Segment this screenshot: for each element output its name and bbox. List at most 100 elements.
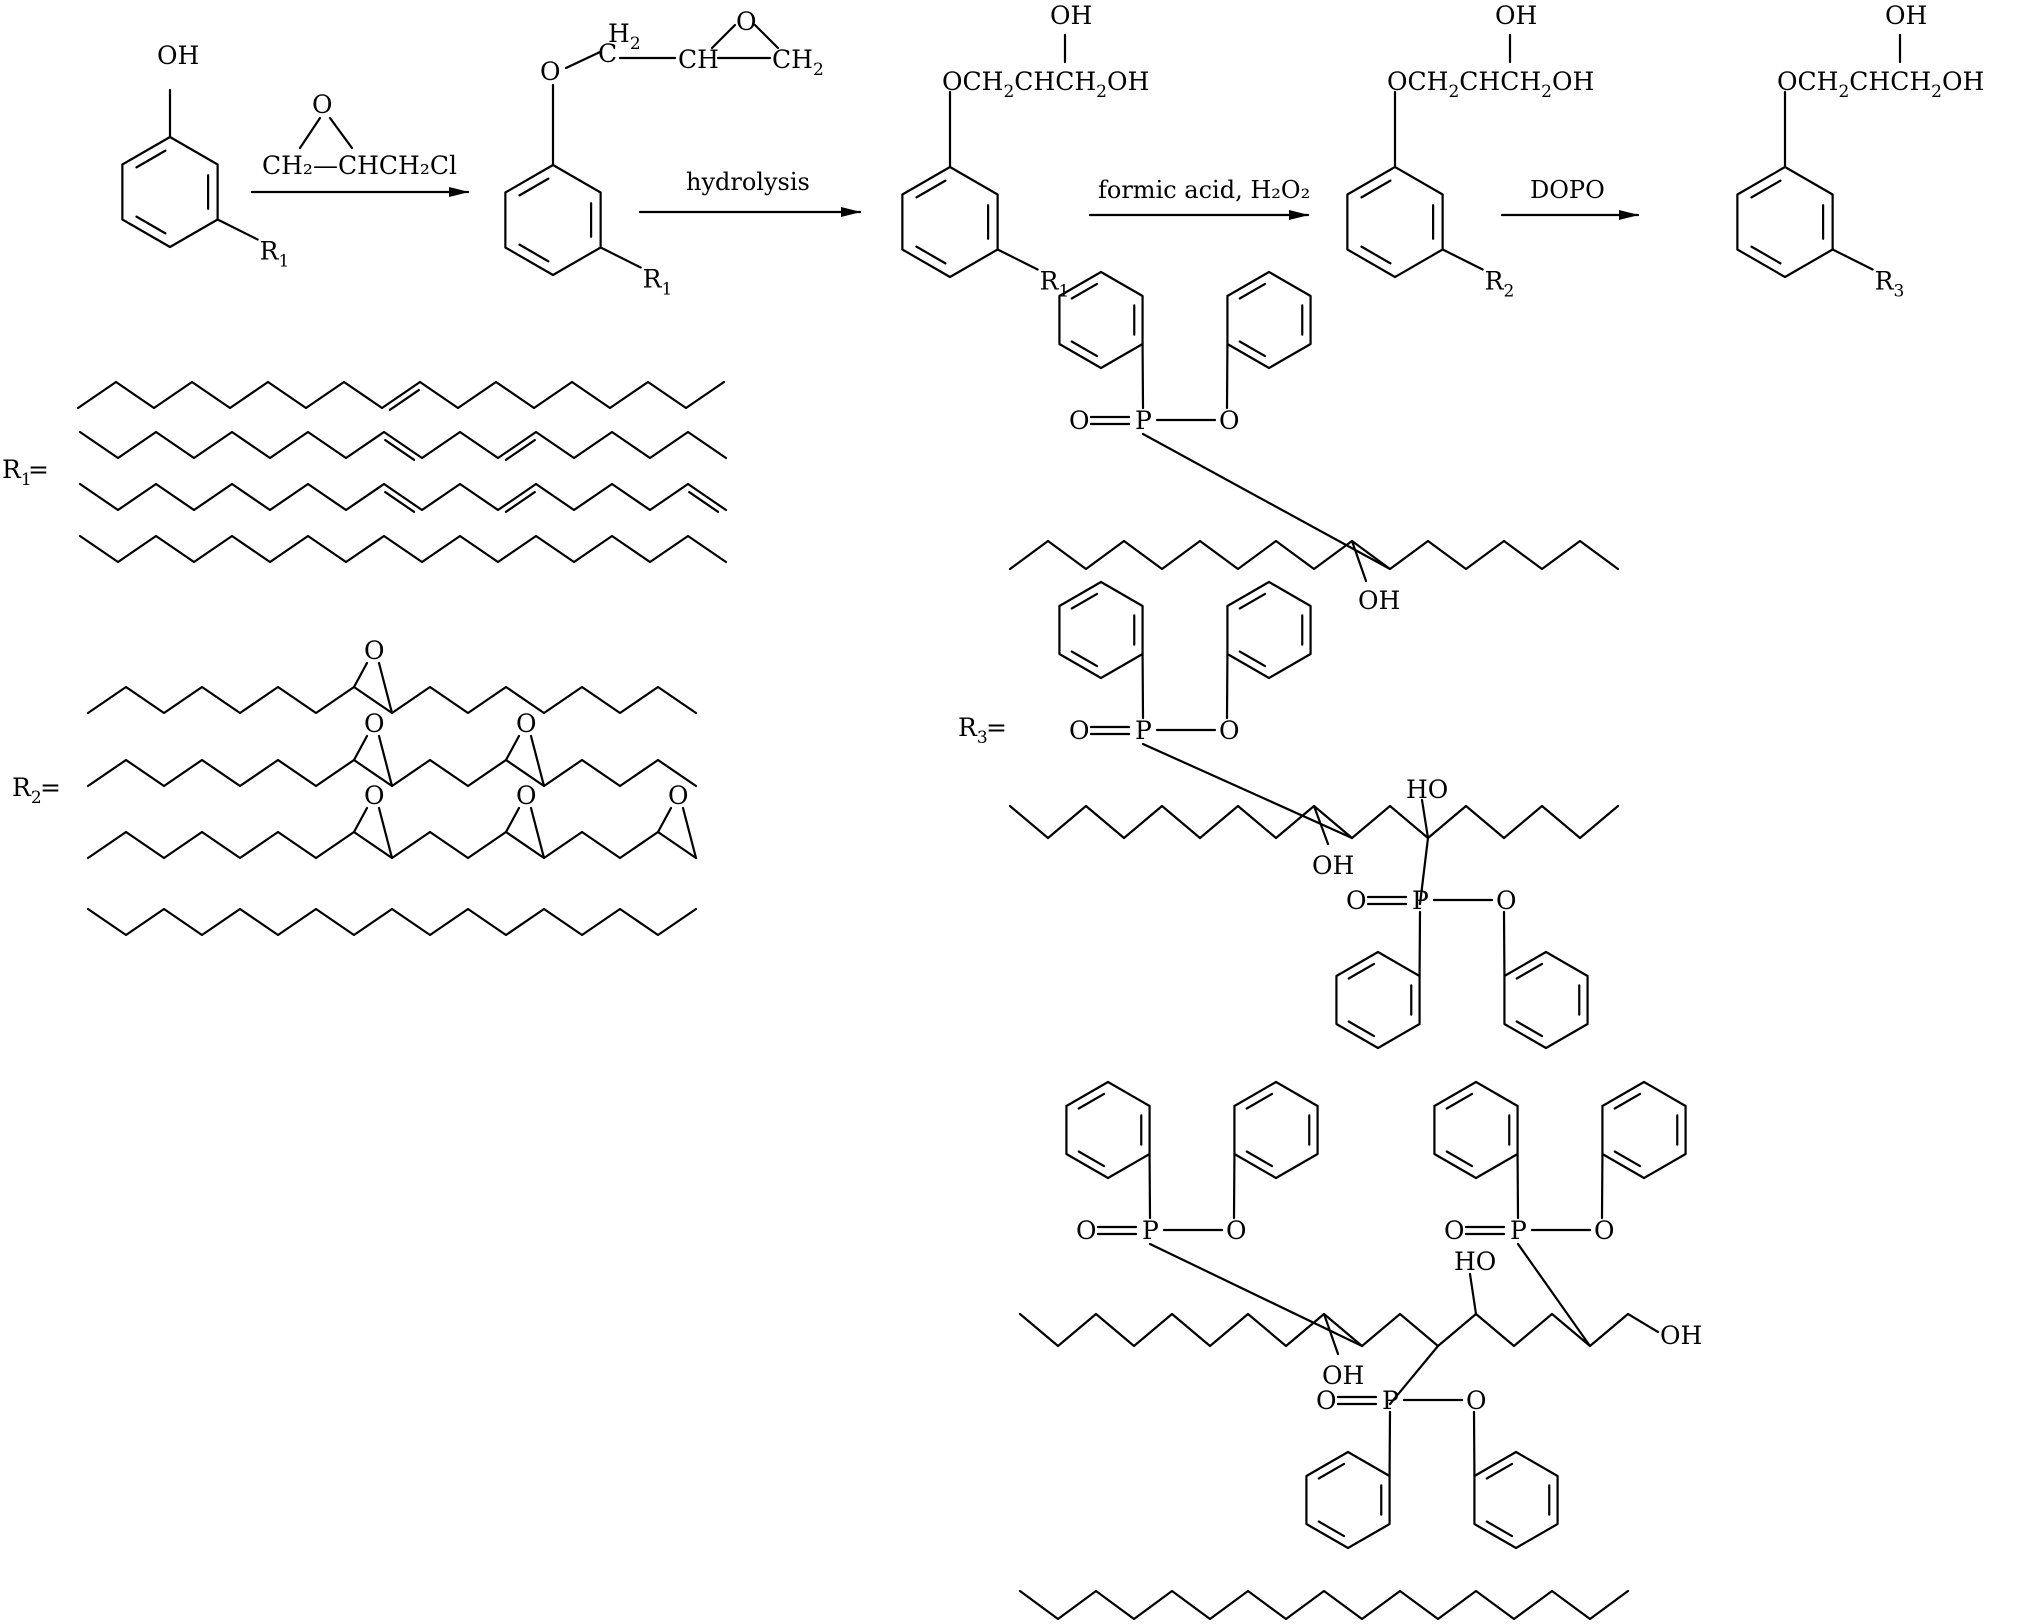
r2-epoxide-3a — [377, 806, 394, 860]
r3-2-c-p-lower — [1418, 836, 1430, 906]
benzene-ring-4 — [1346, 165, 1444, 279]
r3-3-dopo-lower-benzene-right-double-bond — [1485, 1520, 1514, 1538]
reagent-epichlorohydrin: CH₂—CHCH₂Cl — [262, 151, 457, 180]
reagent-epoxide-o: O — [312, 90, 333, 119]
r1-chain-2 — [78, 430, 728, 460]
r3-label: R3 — [958, 713, 988, 748]
r3-3-dopo-a-benzene-right-double-bond — [1245, 1092, 1274, 1110]
r3-3-dopo-a-ring-oxygen: O — [1226, 1216, 1247, 1245]
r3-chain-3 — [1018, 1312, 1630, 1348]
substituent-r-4: R2 — [1485, 267, 1515, 302]
r2-epoxide-2b-o: O — [516, 709, 537, 738]
bond-2a — [564, 50, 602, 70]
r3-2-dopo-lower-benzene-left — [1335, 950, 1421, 1050]
r3-3-dopo-lower-ring-oxygen: O — [1466, 1386, 1487, 1415]
r2-epoxide-3c-o: O — [668, 781, 689, 810]
r3-1-dopo-benzene-right-double-bond — [1238, 282, 1267, 300]
hydroxyl-top-3: OH — [1050, 1, 1092, 30]
label-formic-acid: formic acid, H₂O₂ — [1098, 176, 1310, 204]
ether-o-2: O — [540, 57, 561, 86]
r3-1-oh-bond — [1350, 539, 1368, 583]
r3-2-dopo-lower-benzene-left-double-bond — [1347, 962, 1376, 980]
benzene-ring-1-double-bond — [135, 215, 167, 235]
glycerol-chain-4: OCH2CHCH2OH — [1387, 67, 1594, 102]
benzene-ring-1-double-bond — [135, 149, 167, 169]
r3-2-dopo-phosphoryl-o: O — [1069, 716, 1090, 745]
benzene-ring-5-double-bond — [1750, 245, 1782, 265]
r3-3-dopo-b-benzene-left — [1433, 1080, 1519, 1180]
r3-1-hydroxyl: OH — [1358, 586, 1400, 615]
r2-epoxide-3b — [504, 806, 521, 834]
substituent-r-2: R1 — [643, 265, 673, 300]
hydroxyl-top-4: OH — [1495, 1, 1537, 30]
epoxide-o-2: O — [736, 7, 757, 36]
benzene-ring-2-double-bond — [518, 177, 550, 197]
r1-chain-3-double — [688, 490, 720, 513]
reaction-arrows — [250, 187, 1640, 220]
r3-3-c-p-lower — [1388, 1344, 1440, 1406]
benzene-ring-3-double-bond — [915, 245, 947, 265]
r3-2-c-p — [1141, 742, 1354, 840]
r3-2-dopo-lower-benzene-right — [1503, 950, 1589, 1050]
r3-3-c-p-b — [1516, 1242, 1592, 1348]
r3-2-dopo-benzene-right — [1226, 580, 1312, 680]
r3-3-oh-bond-end — [1626, 1312, 1660, 1334]
benzene-ring-4-double-bond — [1360, 179, 1392, 199]
r2-epoxide-2b — [504, 734, 521, 762]
r3-1-dopo-benzene-left — [1058, 270, 1144, 370]
r3-3-dopo-a-benzene-right — [1233, 1080, 1319, 1180]
epox-bond-2b — [753, 23, 780, 50]
hydroxyl-label-1: OH — [157, 41, 199, 70]
r3-2-dopo-benzene-left-double-bond — [1070, 650, 1099, 668]
r3-3-dopo-a-benzene-left-double-bond — [1077, 1092, 1106, 1110]
r1-chain-1 — [76, 380, 726, 410]
r-bond-2 — [599, 246, 642, 269]
r3-3-dopo-a-phosphoryl-o: O — [1076, 1216, 1097, 1245]
r3-3-dopo-a-phosphorus: P — [1142, 1216, 1159, 1245]
r3-3-dopo-b-benzene-left-double-bond — [1445, 1092, 1474, 1110]
r3-2-oh-bond — [1312, 804, 1330, 846]
r3-2-dopo-lower-phosphoryl-o: O — [1346, 886, 1367, 915]
benzene-ring-2 — [504, 163, 602, 277]
r2-epoxide-2b — [529, 734, 546, 788]
r3-3-dopo-lower-benzene-left-double-bond — [1317, 1520, 1346, 1538]
r3-equals: = — [986, 713, 1007, 742]
r1-chain-3 — [78, 482, 728, 512]
r3-3-hydroxyl-end: OH — [1660, 1321, 1702, 1350]
r3-3-hydroxyl-mid: HO — [1454, 1247, 1496, 1276]
r3-2-dopo-benzene-right-double-bond — [1238, 650, 1267, 668]
r3-3-dopo-lower-benzene-right-double-bond — [1485, 1462, 1514, 1480]
label-dopo: DOPO — [1530, 176, 1605, 204]
h2-label-2: H2 — [608, 19, 641, 54]
r-bond-4 — [1441, 248, 1484, 271]
benzene-ring-4-double-bond — [1360, 245, 1392, 265]
glycerol-chain-5: OCH2CHCH2OH — [1777, 67, 1984, 102]
r1-equals: = — [28, 455, 49, 484]
r1-chain-1-double — [388, 388, 420, 411]
substituent-r-5: R3 — [1875, 267, 1905, 302]
r3-3-dopo-lower-benzene-right — [1473, 1450, 1559, 1550]
r3-1-dopo-benzene-left-double-bond — [1070, 340, 1099, 358]
r2-chain-4 — [86, 907, 698, 937]
hydroxyl-top-5: OH — [1885, 1, 1927, 30]
r3-3-dopo-b-phosphoryl-o: O — [1444, 1216, 1465, 1245]
r1-chain-3-double — [504, 490, 536, 513]
r-bond-5 — [1831, 248, 1874, 271]
benzene-ring-2-double-bond — [518, 243, 550, 263]
r2-epoxide-3b — [529, 806, 546, 860]
r3-3-oh-bond-mid — [1468, 1272, 1478, 1316]
r1-chain-2-double — [384, 438, 416, 461]
r2-epoxide-2a-o: O — [364, 709, 385, 738]
benzene-ring-5-double-bond — [1750, 179, 1782, 199]
substituent-r-3: R1 — [1040, 267, 1070, 302]
r2-epoxide-3a — [352, 806, 369, 834]
r3-2-dopo-benzene-right-double-bond — [1238, 592, 1267, 610]
r2-label: R2 — [12, 773, 42, 808]
r2-epoxide-2a — [352, 734, 369, 762]
r2-epoxide-3c — [681, 806, 698, 860]
r2-epoxide-1 — [352, 661, 369, 689]
r3-3-dopo-a-benzene-left-double-bond — [1077, 1150, 1106, 1168]
r1-chain-2-double — [504, 438, 536, 461]
r3-chain-1 — [1008, 539, 1620, 571]
